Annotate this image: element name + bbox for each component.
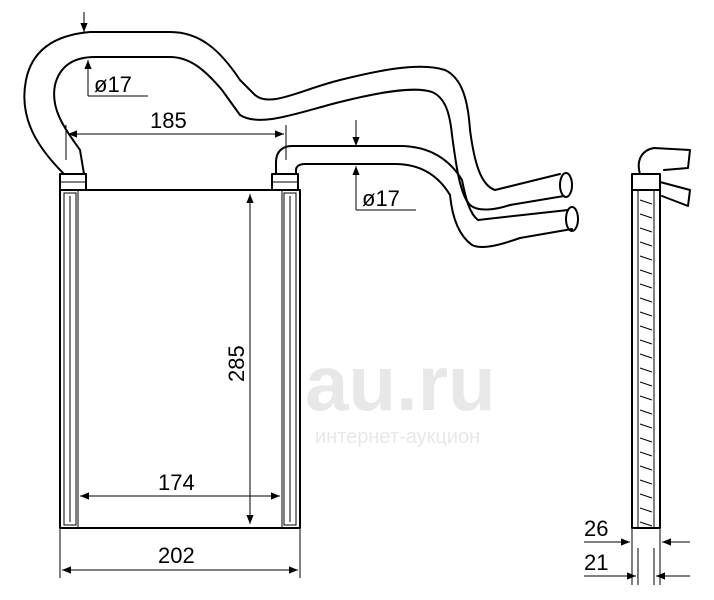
tube-tick: [639, 213, 653, 219]
dim-side-depth-inner: 21: [584, 548, 690, 585]
tube-tick: [639, 493, 653, 499]
pipe-diameter-right-label: ø17: [362, 186, 400, 211]
tube-tick: [639, 437, 653, 443]
tube-tick: [639, 507, 653, 513]
tube-tick: [639, 367, 653, 373]
tube-tick: [639, 283, 653, 289]
tube-tick: [639, 409, 653, 415]
tube-tick: [639, 241, 653, 247]
pipe-diameter-top-label: ø17: [94, 72, 132, 97]
tube-tick: [639, 423, 653, 429]
tube-tick: [639, 395, 653, 401]
overall-width-label: 202: [158, 543, 195, 568]
inlet-flanges: [59, 173, 299, 191]
dim-pipe-diameter-top: ø17: [80, 12, 148, 97]
radiator-side-view: [631, 147, 691, 529]
dim-pipe-diameter-right: ø17: [352, 120, 416, 211]
radiator-core-front: [59, 189, 301, 529]
watermark: au.ru интернет-аукцион: [305, 339, 496, 448]
tube-tick: [639, 199, 653, 205]
tube-tick: [639, 381, 653, 387]
inlet-pipe-right: [275, 129, 579, 248]
dim-overall-width: 202: [59, 528, 301, 578]
side-depth-inner-label: 21: [584, 550, 608, 575]
dim-core-height: 285: [224, 194, 254, 524]
core-width-label: 174: [158, 470, 195, 495]
core-height-label: 285: [224, 345, 249, 382]
tube-tick: [639, 465, 653, 471]
tube-tick: [639, 297, 653, 303]
tube-tick: [639, 311, 653, 317]
tube-tick: [639, 479, 653, 485]
dim-inlet-spacing: 185: [65, 108, 287, 160]
tube-tick: [639, 451, 653, 457]
tube-tick: [639, 521, 653, 527]
tube-tick: [639, 269, 653, 275]
svg-text:интернет-аукцион: интернет-аукцион: [315, 426, 480, 448]
svg-text:au.ru: au.ru: [305, 339, 496, 427]
inlet-pipe-left: [23, 31, 471, 175]
side-view-tube-ticks: [639, 199, 653, 527]
inlet-spacing-label: 185: [150, 108, 187, 133]
dim-core-width: 174: [80, 470, 280, 500]
tube-tick: [639, 353, 653, 359]
side-depth-outer-label: 26: [584, 516, 608, 541]
tube-tick: [639, 227, 653, 233]
tube-tick: [639, 325, 653, 331]
tube-tick: [639, 255, 653, 261]
tube-tick: [639, 339, 653, 345]
